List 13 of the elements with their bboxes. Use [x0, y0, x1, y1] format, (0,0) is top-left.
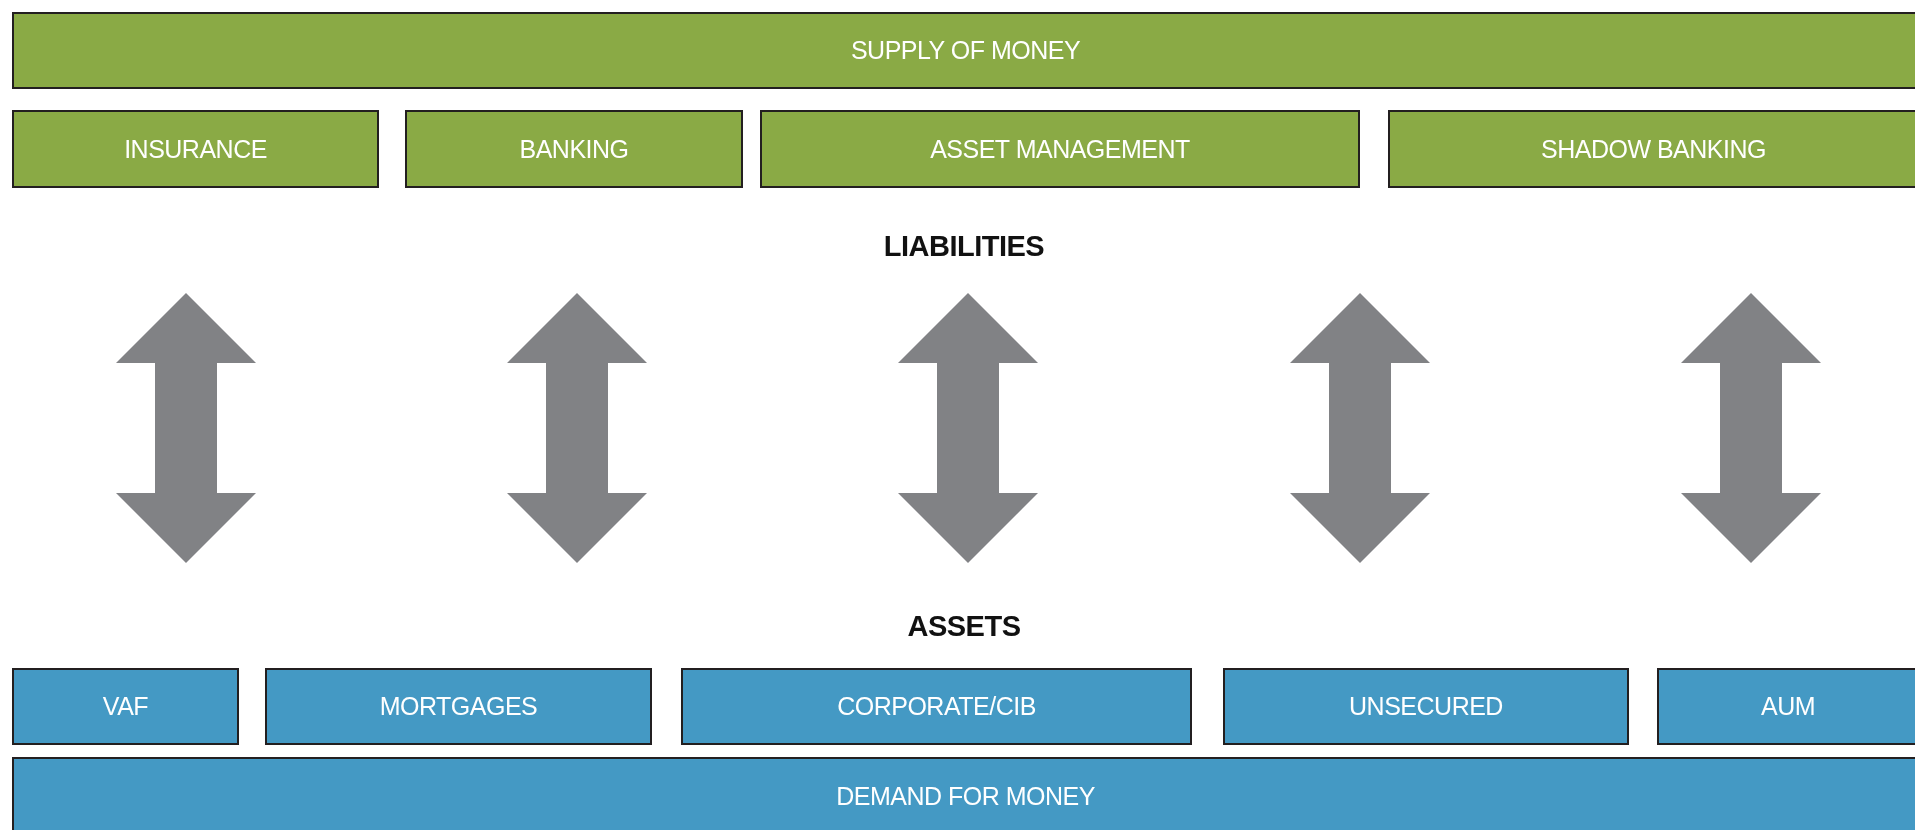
category-box: BANKING	[405, 110, 743, 188]
category-box: MORTGAGES	[265, 668, 652, 745]
section-heading: ASSETS	[907, 610, 1021, 643]
category-box: CORPORATE/CIB	[681, 668, 1192, 745]
category-box: ASSET MANAGEMENT	[760, 110, 1360, 188]
banner: SUPPLY OF MONEY	[12, 12, 1915, 89]
category-box: AUM	[1657, 668, 1915, 745]
section-heading: LIABILITIES	[883, 230, 1045, 263]
banner: DEMAND FOR MONEY	[12, 757, 1915, 830]
category-box: SHADOW BANKING	[1388, 110, 1915, 188]
category-box: VAF	[12, 668, 239, 745]
category-box: UNSECURED	[1223, 668, 1629, 745]
category-box: INSURANCE	[12, 110, 379, 188]
